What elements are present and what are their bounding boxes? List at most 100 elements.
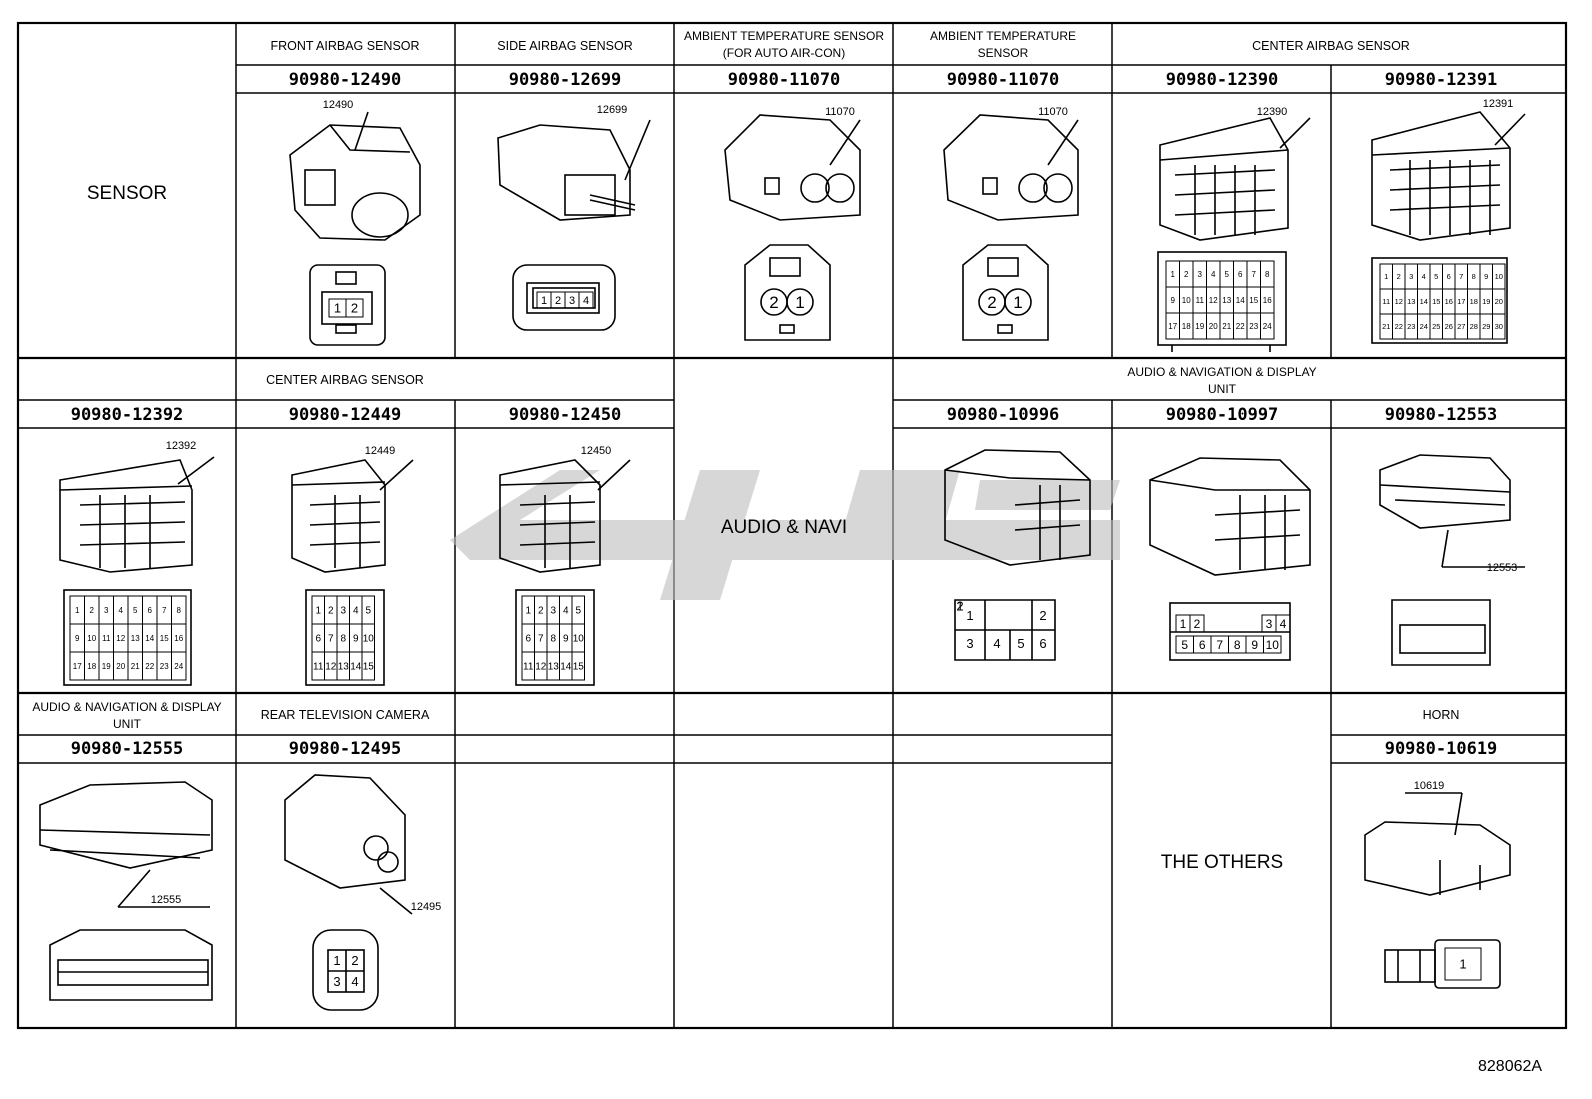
pin-number: 4 (1211, 270, 1216, 279)
part-number: 90980-10997 (1166, 405, 1279, 425)
pin-number: 5 (133, 606, 138, 615)
pin-cell (1275, 614, 1291, 633)
pin-number: 10 (87, 634, 96, 643)
pin-number: 8 (340, 634, 346, 645)
pin-number: 15 (573, 662, 585, 673)
connector-3d-icon (1159, 117, 1311, 241)
part-number: 90980-12699 (509, 70, 622, 90)
pin-number: 27 (1457, 322, 1465, 331)
callout-label: 12450 (581, 445, 612, 457)
pin-number: 8 (1472, 272, 1476, 281)
pin-number: 13 (131, 634, 140, 643)
part-number: 90980-10619 (1385, 739, 1498, 759)
pin-number: 2 (769, 293, 778, 312)
connector-face-icon (744, 244, 831, 341)
pin-number: 23 (160, 662, 169, 671)
cell-title: AMBIENT TEMPERATURE SENSOR (684, 29, 884, 43)
chart-border (16, 21, 1568, 1030)
pin-number: 13 (338, 662, 350, 673)
pin-number: 13 (548, 662, 560, 673)
pin-number: 20 (1495, 297, 1503, 306)
pin-number: 4 (351, 974, 358, 989)
pin-number: 8 (1265, 270, 1270, 279)
pin-cell (1263, 635, 1282, 654)
pin-number: 17 (73, 662, 82, 671)
pin-number: 1 (315, 606, 321, 617)
part-number: 90980-12449 (289, 405, 402, 425)
pin-number: 9 (353, 634, 359, 645)
pin-number: 14 (1420, 297, 1428, 306)
pin-number: 16 (1445, 297, 1453, 306)
pin-number: 3 (1198, 270, 1203, 279)
pin-number: 6 (1238, 270, 1243, 279)
pin-number: 2 (956, 599, 963, 614)
pin-number: 26 (1445, 322, 1453, 331)
pin-number: 3 (104, 606, 109, 615)
pin-number: 5 (1225, 270, 1230, 279)
pin-number: 2 (328, 606, 334, 617)
pin-number: 18 (1182, 322, 1191, 331)
pin-number: 15 (363, 662, 375, 673)
cell-title: HORN (1423, 708, 1460, 722)
pin-number: 5 (1181, 638, 1188, 652)
pin-number: 17 (1457, 297, 1465, 306)
pin-number: 22 (1395, 322, 1403, 331)
cell-title: (FOR AUTO AIR-CON) (723, 46, 845, 60)
callout-label: 11070 (825, 106, 855, 118)
part-number: 90980-12392 (71, 405, 184, 425)
pin-number: 4 (119, 606, 124, 615)
pin-number: 7 (1252, 270, 1257, 279)
connector-face-icon (309, 264, 386, 346)
pin-number: 1 (333, 953, 340, 968)
connector-face-icon (63, 589, 192, 686)
connector-face-icon (515, 589, 595, 686)
part-number: 90980-12390 (1166, 70, 1279, 90)
callout-label: 11070 (1038, 106, 1068, 118)
pin-number: 1 (1459, 957, 1466, 972)
connector-3d-icon (943, 114, 1079, 221)
pin-number: 19 (1195, 322, 1204, 331)
part-number: 90980-12450 (509, 405, 622, 425)
pin-number: 2 (555, 295, 561, 307)
pin-number: 14 (1236, 296, 1245, 305)
pin-number: 1 (966, 608, 973, 623)
cell-title: SIDE AIRBAG SENSOR (497, 39, 632, 53)
cell-title: AMBIENT TEMPERATURE (930, 29, 1076, 43)
pin-number: 21 (131, 662, 140, 671)
pin-number: 8 (177, 606, 182, 615)
pin-number: 3 (333, 974, 340, 989)
connector-face-icon (512, 264, 616, 331)
callout-label: 12495 (411, 901, 442, 913)
connector-3d-icon (497, 119, 651, 221)
cell-title: UNIT (113, 717, 142, 731)
connector-face-icon (1371, 257, 1508, 344)
watermark-logo (450, 470, 1120, 600)
pin-number: 17 (1168, 322, 1177, 331)
pin-number: 24 (1420, 322, 1428, 331)
part-number: 90980-12391 (1385, 70, 1498, 90)
pin-number: 6 (1039, 636, 1046, 651)
pin-number: 13 (1407, 297, 1415, 306)
pin-number: 22 (145, 662, 154, 671)
pin-number: 5 (1017, 636, 1024, 651)
pin-number: 20 (116, 662, 125, 671)
cell-title: SENSOR (978, 46, 1029, 60)
part-number: 90980-12555 (71, 739, 184, 759)
pin-number: 9 (1484, 272, 1488, 281)
pin-number: 11 (102, 634, 111, 643)
callout-label: 12449 (365, 445, 396, 457)
pin-number: 22 (1236, 322, 1245, 331)
pin-number: 21 (1382, 322, 1390, 331)
callout-label: 12553 (1487, 562, 1518, 574)
pin-number: 28 (1470, 322, 1478, 331)
pin-number: 14 (560, 662, 572, 673)
pin-number: 24 (174, 662, 183, 671)
pin-number: 10 (1182, 296, 1191, 305)
pin-number: 11 (523, 662, 534, 673)
pin-cell (1189, 614, 1205, 633)
pin-number: 2 (1397, 272, 1401, 281)
pin-number: 9 (1171, 296, 1176, 305)
connector-face-icon (305, 589, 385, 686)
connector-face-icon (962, 244, 1049, 341)
connector-3d-icon (944, 449, 1091, 566)
